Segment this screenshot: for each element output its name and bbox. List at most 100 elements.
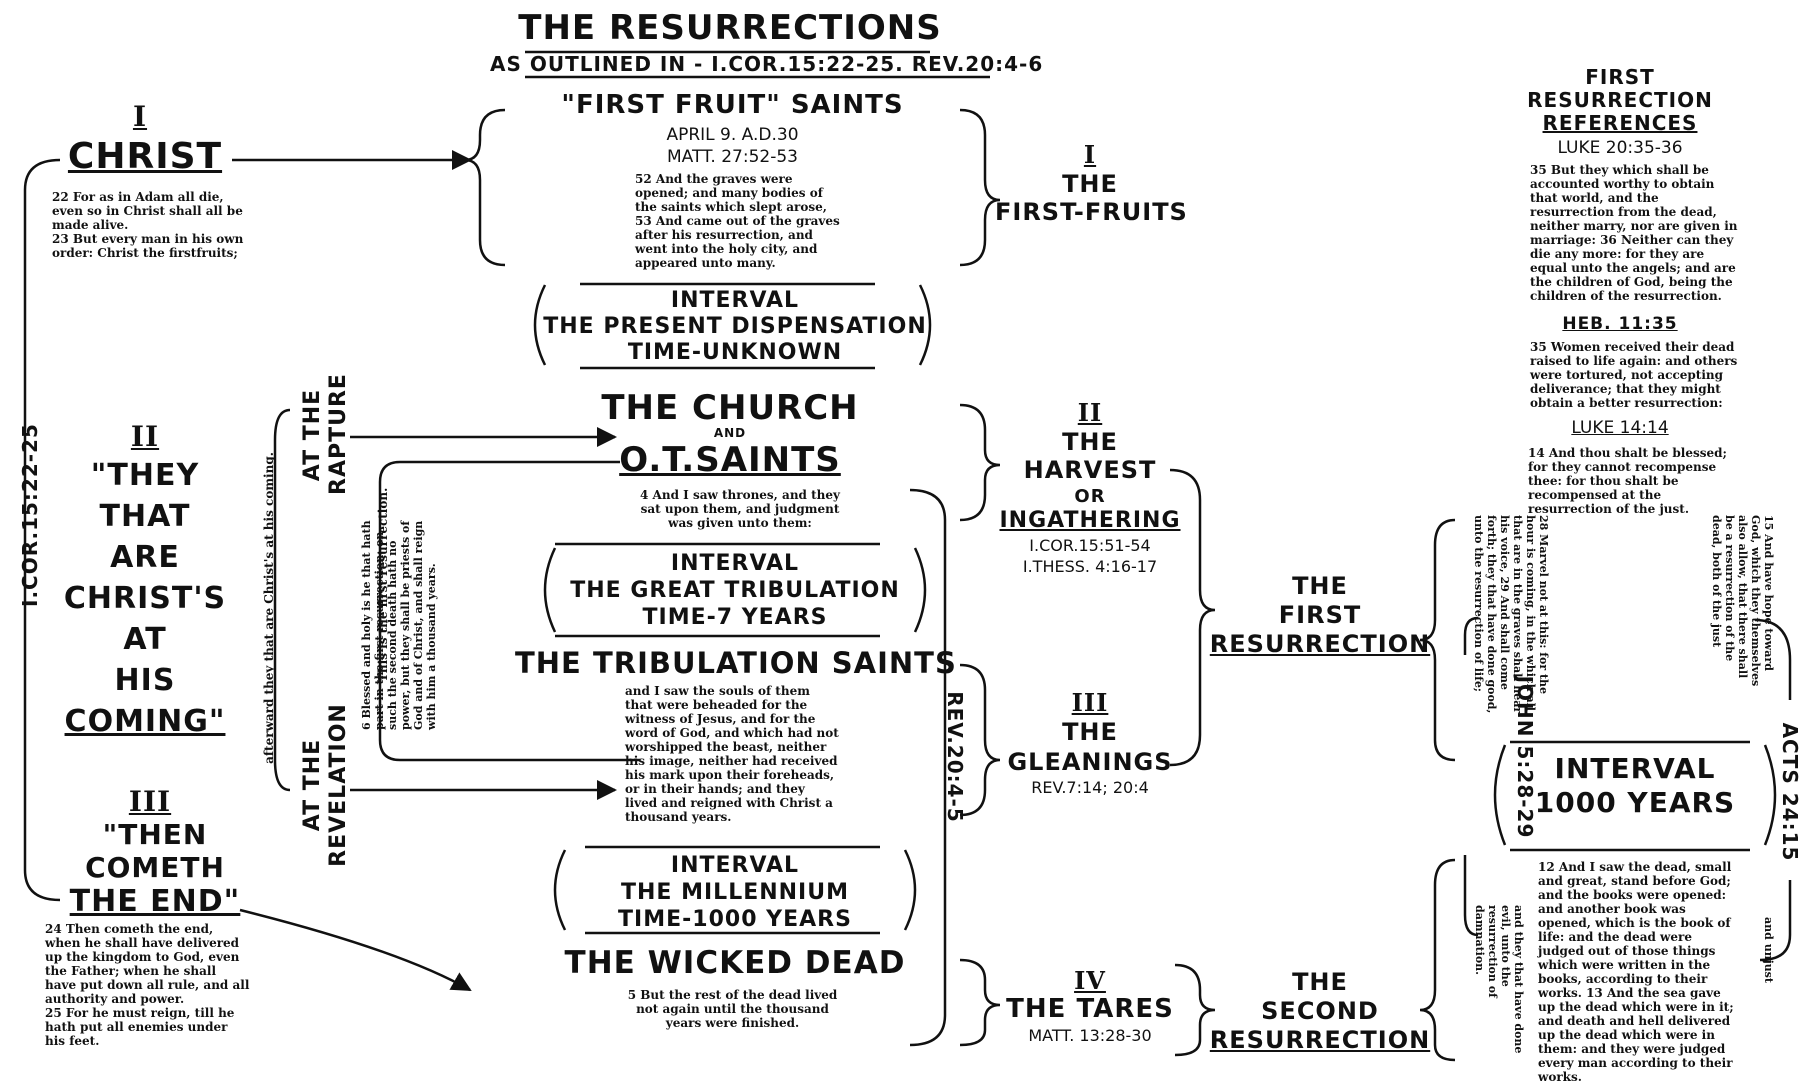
christ-heading: CHRIST: [67, 136, 223, 177]
page-subtitle: AS OUTLINED IN - I.COR.15:22-25. REV.20:…: [490, 52, 1044, 76]
first-res-line-2: FIRST: [1278, 601, 1362, 629]
first-res-right-brace: [1419, 518, 1456, 762]
afterward-bracket: [273, 408, 291, 792]
interval2-line-1: INTERVAL: [670, 551, 800, 576]
blessed-verse: 6 Blessed and holy is he that hath part …: [360, 520, 438, 730]
firstfruits-numeral: I: [1083, 140, 1097, 169]
interval3-right-paren: [903, 849, 917, 931]
second-res-line-1: THE: [1292, 968, 1348, 996]
end-numeral: III: [128, 785, 172, 818]
interval2-line-2: THE GREAT TRIBULATION: [570, 578, 900, 603]
interval2-right-paren: [913, 547, 927, 633]
church-line-2: O.T.SAINTS: [619, 440, 841, 480]
theirs-line-2: THAT: [99, 499, 191, 534]
refs-title: FIRST RESURRECTION REFERENCES: [1520, 66, 1720, 135]
at-revelation-label: AT THE REVELATION: [300, 703, 351, 867]
end-line-2: COMETH: [85, 851, 225, 884]
theirs-line-6: HIS: [114, 663, 176, 698]
gleanings-line-2: GLEANINGS: [1007, 748, 1173, 776]
rev-ref: REV.20:4-5: [943, 691, 967, 823]
first-res-brace: [1169, 468, 1216, 767]
tribulation-right-brace: [959, 663, 1001, 817]
left-outer-bracket: [23, 158, 61, 902]
interval2-line-3: TIME-7 YEARS: [642, 605, 828, 630]
interval1-line-3: TIME-UNKNOWN: [627, 340, 843, 365]
end-line-3: THE END": [69, 884, 241, 919]
interval4-line-1: INTERVAL: [1554, 752, 1716, 785]
interval1-line-2: THE PRESENT DISPENSATION: [543, 314, 927, 339]
theirs-line-3: ARE: [110, 540, 180, 575]
interval4-line-2: 1000 YEARS: [1534, 786, 1736, 819]
church-and: AND: [713, 426, 747, 440]
church-tribulation-link: [378, 460, 640, 762]
acts-verse-b: and unjust: [1762, 917, 1775, 983]
acts-right-line-low: [1759, 880, 1792, 962]
page-title: THE RESURRECTIONS: [518, 8, 942, 48]
church-right-brace: [959, 403, 1001, 522]
second-res-line-2: SECOND: [1261, 997, 1379, 1025]
john-inner-line-bottom: [1463, 855, 1479, 937]
wicked-heading: THE WICKED DEAD: [564, 945, 906, 981]
harvest-line-1: THE: [1062, 428, 1118, 456]
tares-numeral: IV: [1074, 966, 1106, 995]
christ-numeral: I: [132, 100, 148, 133]
interval4-block: INTERVAL 1000 YEARS: [1505, 752, 1765, 820]
harvest-numeral: II: [1077, 398, 1103, 427]
firstfruit-date: APRIL 9. A.D.30: [666, 125, 799, 145]
harvest-ref-1: I.COR.15:51-54: [1029, 536, 1151, 555]
interval3-line-3: TIME-1000 YEARS: [618, 907, 852, 932]
theirs-block: "THEY THAT ARE CHRIST'S AT HIS COMING": [55, 455, 235, 742]
refs-title-line-3: REFERENCES: [1542, 111, 1698, 135]
theirs-line-1: "THEY: [90, 458, 200, 493]
interval2-block: INTERVAL THE GREAT TRIBULATION TIME-7 YE…: [555, 550, 915, 631]
gleanings-line-1: THE: [1062, 718, 1118, 746]
interval3-line-2: THE MILLENNIUM: [620, 880, 850, 905]
firstfruit-right-brace: [959, 108, 1001, 267]
firstfruits-line-2: FIRST-FRUITS: [995, 198, 1188, 226]
acts-right-line: [1754, 618, 1792, 700]
firstfruit-verse: 52 And the graves were opened; and many …: [635, 172, 840, 270]
firstfruit-left-brace: [464, 108, 506, 267]
gleanings-numeral: III: [1071, 688, 1109, 717]
harvest-line-2: HARVEST: [1023, 456, 1157, 484]
tares-brace: [1174, 963, 1216, 1057]
wicked-verse: 5 But the rest of the dead lived not aga…: [627, 988, 838, 1030]
interval1-right-paren: [918, 284, 932, 366]
rev20-verse: 12 And I saw the dead, small and great, …: [1538, 860, 1734, 1084]
refs-title-line-2: RESURRECTION: [1527, 88, 1713, 112]
firstfruit-heading: "FIRST FRUIT" SAINTS: [561, 90, 904, 120]
theirs-line-7: COMING": [64, 704, 226, 739]
rev-brace: [909, 488, 947, 1047]
tares-ref: MATT. 13:28-30: [1028, 1026, 1152, 1045]
harvest-line-4: INGATHERING: [999, 508, 1181, 533]
arrow-end-to-wicked: [239, 908, 472, 992]
tribulation-verse: and I saw the souls of them that were be…: [625, 684, 839, 824]
john-verse-a: 28 Marvel not at this: for the hour is c…: [1472, 515, 1550, 714]
luke20-ref: LUKE 20:35-36: [1557, 138, 1683, 158]
heb11-ref: HEB. 11:35: [1562, 314, 1678, 334]
interval4-left-paren: [1493, 744, 1507, 846]
left-vertical-ref: I.COR.15:22-25: [18, 423, 42, 607]
end-line-1: "THEN: [102, 818, 208, 851]
interval1-block: INTERVAL THE PRESENT DISPENSATION TIME-U…: [540, 288, 930, 366]
acts-ref: ACTS 24:15: [1778, 722, 1800, 862]
church-line-1: THE CHURCH: [601, 388, 859, 428]
wicked-right-brace: [959, 958, 1001, 1047]
harvest-line-3: OR: [1074, 486, 1106, 507]
firstfruit-ref: MATT. 27:52-53: [667, 147, 798, 167]
acts-verse-a: 15 And have hope toward God, which they …: [1710, 515, 1775, 687]
interval4-right-paren: [1763, 744, 1777, 846]
tares-heading: THE TARES: [1006, 994, 1174, 1024]
first-res-line-1: THE: [1292, 572, 1348, 600]
second-res-right-brace: [1419, 858, 1456, 1062]
theirs-line-5: AT: [123, 622, 167, 657]
second-res-line-3: RESURRECTION: [1209, 1026, 1431, 1054]
tribulation-heading: THE TRIBULATION SAINTS: [515, 646, 957, 680]
firstfruits-line-1: THE: [1062, 170, 1118, 198]
interval3-block: INTERVAL THE MILLENNIUM TIME-1000 YEARS: [565, 852, 905, 933]
afterward-text: afterward they that are Christ's at his …: [262, 452, 276, 764]
harvest-ref-2: I.THESS. 4:16-17: [1022, 557, 1158, 576]
interval2-left-paren: [543, 547, 557, 633]
interval3-line-1: INTERVAL: [670, 853, 800, 878]
